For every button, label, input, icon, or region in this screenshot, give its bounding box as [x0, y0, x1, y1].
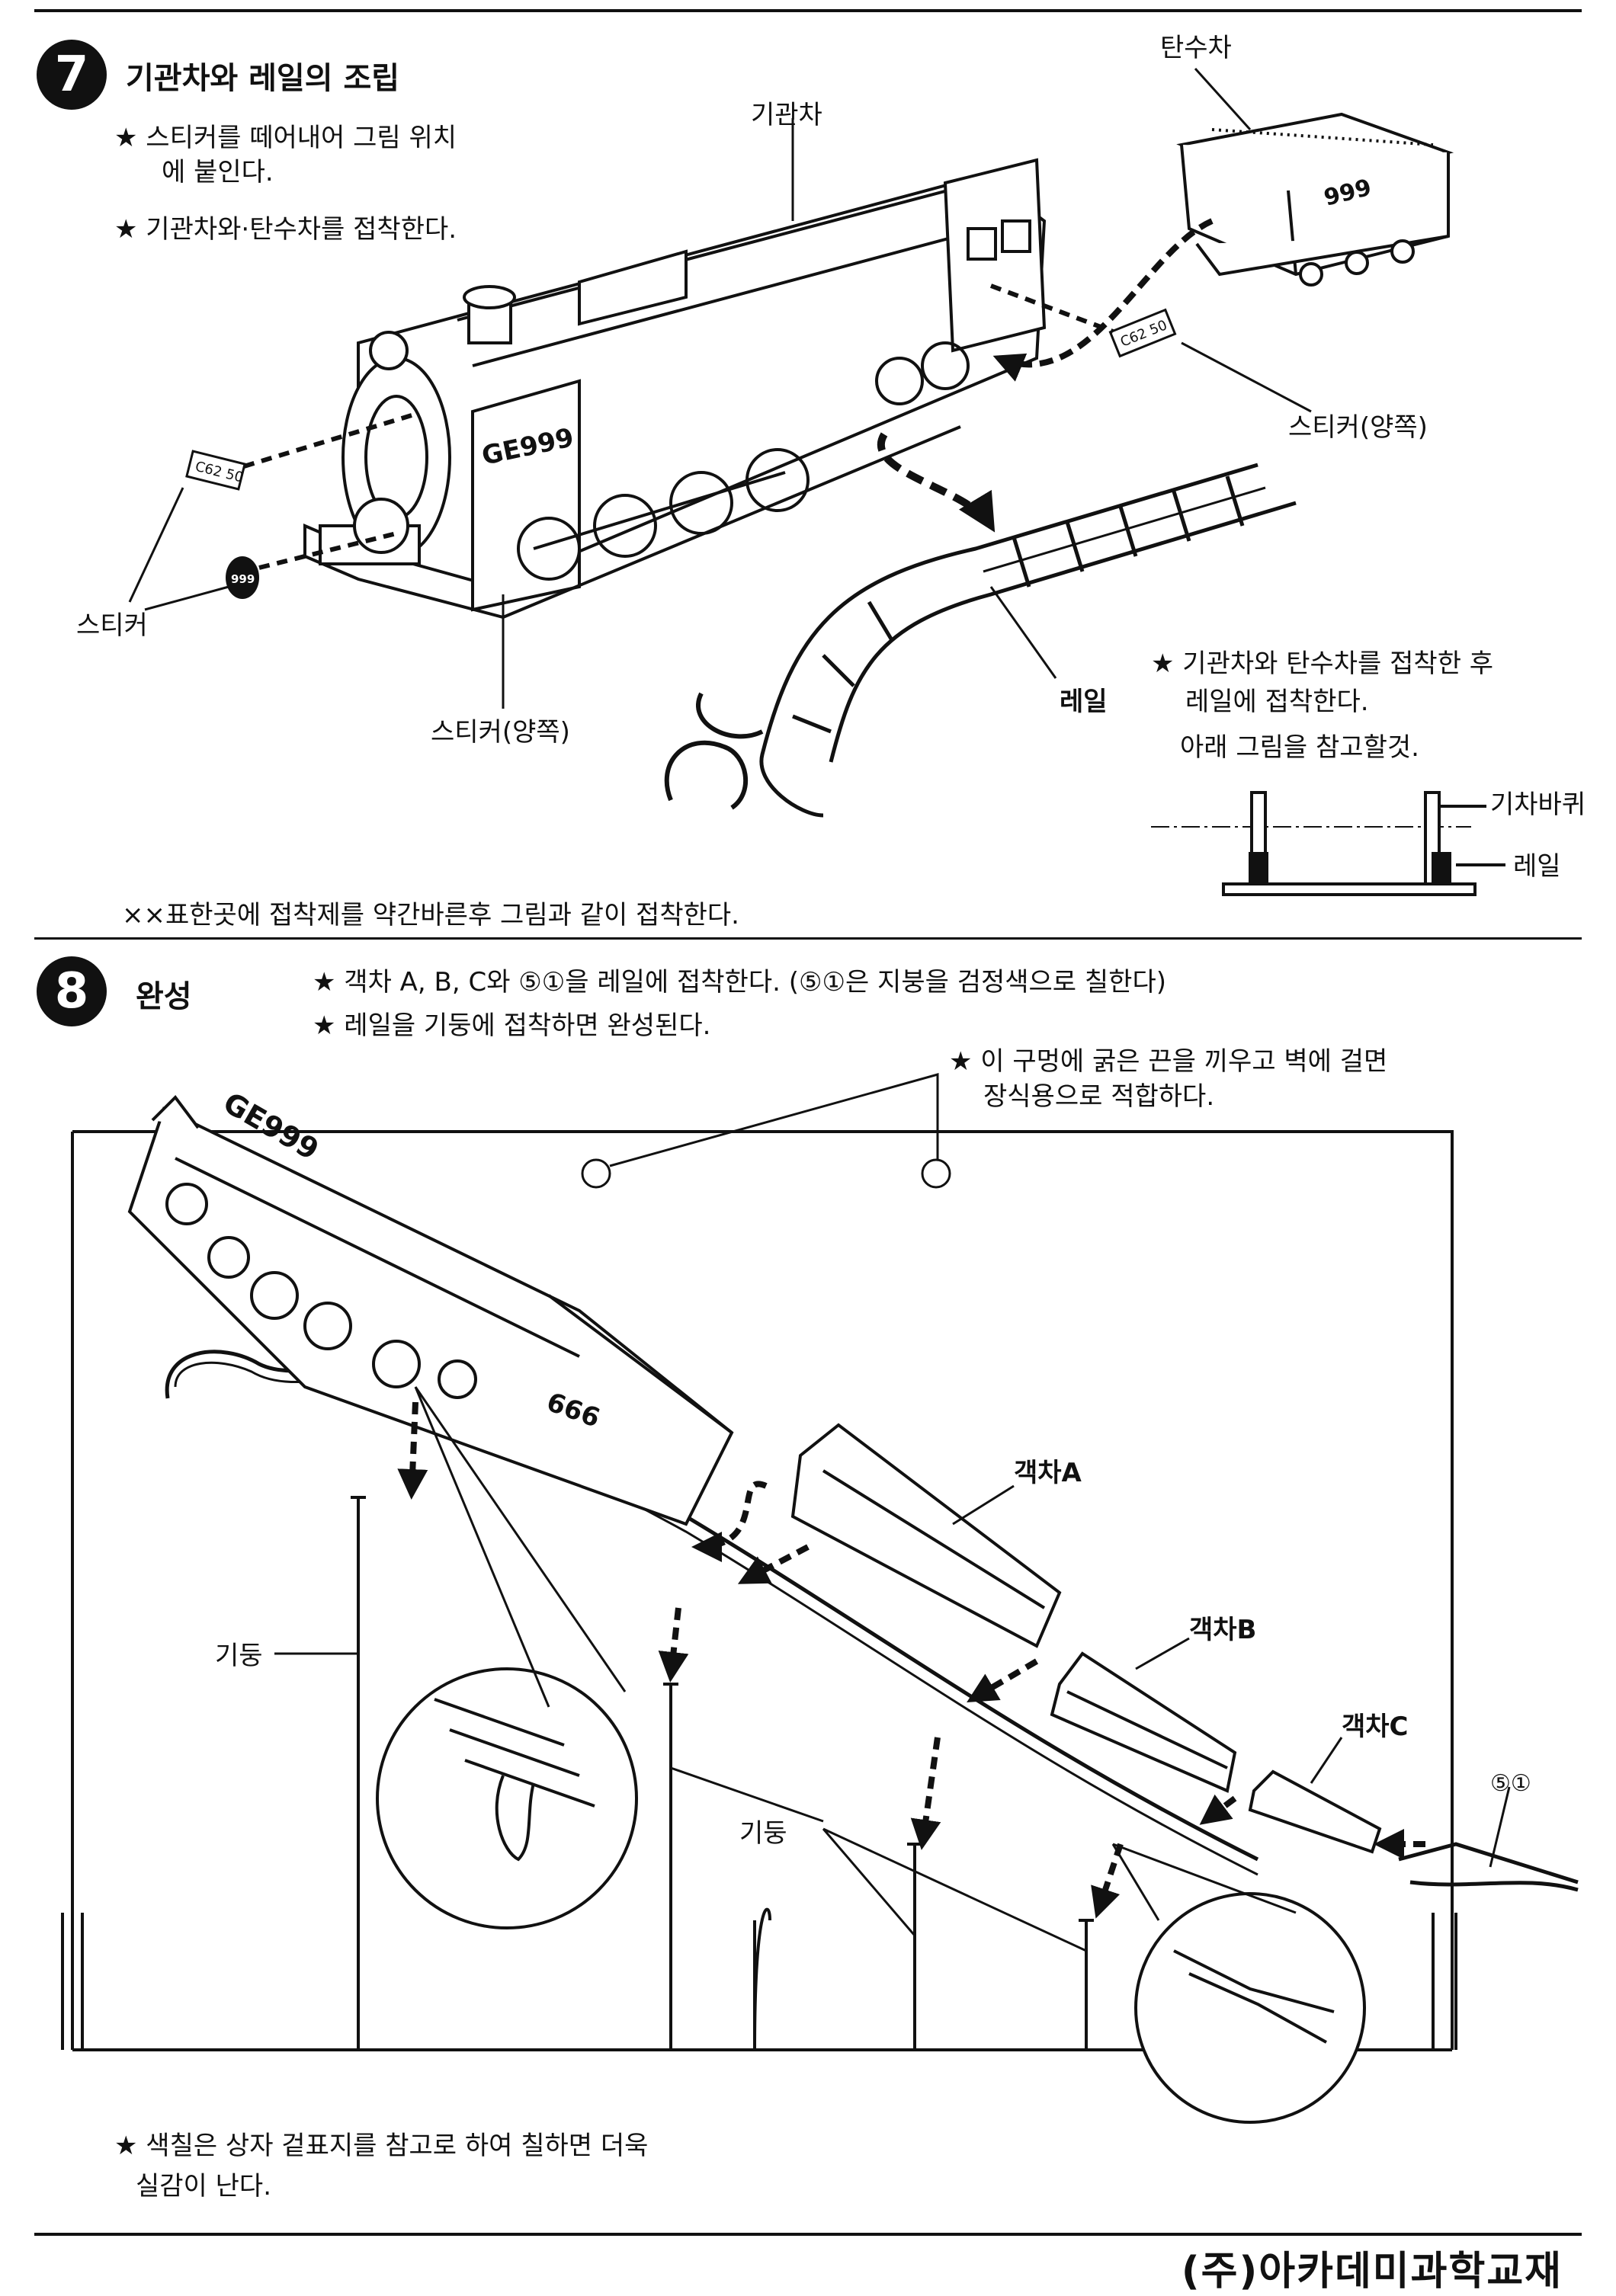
step-8-instruction-1: ★ 객차 A, B, C와 ⑤①을 레일에 접착한다. (⑤①은 지붕을 검정색… [313, 967, 1167, 997]
section-divider [34, 937, 1582, 940]
top-rule [34, 9, 1582, 12]
leader-lines-7 [128, 67, 1312, 709]
locomotive-drawing: GE999 [303, 158, 1047, 620]
step-7-right-note-1: ★ 기관차와 탄수차를 접착한 후 [1151, 648, 1494, 679]
label-sticker: 스티커 [76, 610, 148, 641]
side-plate-sticker: C62 50 [1108, 308, 1177, 358]
detail-magnifier-right [1134, 1892, 1366, 2124]
step-7-instruction-1: ★ 스티커를 떼어내어 그림 위치 [114, 123, 457, 153]
step-7-instruction-2: ★ 기관차와·탄수차를 접착한다. [114, 214, 457, 245]
label-pillar-center: 기둥 [739, 1818, 787, 1849]
label-tender: 탄수차 [1160, 33, 1232, 63]
label-car-c: 객차C [1342, 1712, 1409, 1742]
step-7-footnote: ××표한곳에 접착제를 약간바른후 그림과 같이 접착한다. [122, 900, 739, 930]
hanging-holes [581, 1073, 951, 1189]
leader-lines-8 [274, 1386, 1511, 1952]
display-locomotive: GE999 999 [127, 1086, 734, 1526]
label-car-b: 객차B [1189, 1615, 1257, 1645]
label-rail-small: 레일 [1513, 851, 1561, 882]
bottom-note-2: 실감이 난다. [136, 2171, 272, 2202]
car-a-drawing [790, 1423, 1062, 1648]
step-8-title: 완성 [136, 979, 192, 1014]
tender-attach-arrow [992, 218, 1214, 382]
tender-drawing: 999 [1176, 112, 1454, 287]
wheel-rail-diagram [1151, 791, 1505, 896]
step-7-right-note-2: 레일에 접착한다. [1185, 687, 1369, 717]
emblem-text: 999 [231, 572, 255, 586]
step-7-right-note-3: 아래 그림을 참고할것. [1180, 732, 1419, 763]
detail-magnifier-left [376, 1667, 638, 1929]
label-train-wheel: 기차바퀴 [1490, 789, 1586, 820]
sticker-guide-lines [243, 283, 1114, 570]
label-rail: 레일 [1060, 687, 1108, 717]
label-part-51: ⑤① [1490, 1770, 1531, 1797]
display-frame [61, 1130, 1457, 2051]
car-b-drawing [1050, 1651, 1237, 1793]
step-7-title: 기관차와 레일의 조립 [126, 61, 400, 96]
hole-note-2: 장식용으로 적합하다. [983, 1081, 1215, 1112]
bottom-rule [34, 2233, 1582, 2236]
loco-to-rail-arrow [877, 432, 996, 533]
step-7-badge: 7 [37, 40, 107, 110]
step-7-instruction-1b: 에 붙인다. [162, 157, 274, 187]
bottom-note-1: ★ 색칠은 상자 겉표지를 참고로 하여 칠하면 더욱 [114, 2131, 649, 2161]
label-sticker-both-bottom: 스티커(양쪽) [431, 717, 570, 748]
hole-note-1: ★ 이 구멍에 굵은 끈을 끼우고 벽에 걸면 [949, 1046, 1388, 1077]
label-car-a: 객차A [1014, 1458, 1082, 1488]
label-locomotive: 기관차 [751, 100, 822, 130]
emblem-sticker: 999 [226, 556, 259, 599]
front-plate-sticker: C62 50 [185, 450, 246, 491]
car-c-drawing [1248, 1769, 1382, 1854]
rail-curve-7 [664, 463, 1297, 818]
publisher-name: (주)아카데미과학교재 [1181, 2249, 1563, 2294]
step-8-instruction-2: ★ 레일을 기둥에 접착하면 완성된다. [313, 1010, 711, 1041]
step-8-badge: 8 [37, 956, 107, 1026]
label-pillar-left: 기둥 [215, 1641, 263, 1671]
car-attach-arrows [397, 1401, 1425, 1919]
label-sticker-both-right: 스티커(양쪽) [1288, 412, 1428, 443]
